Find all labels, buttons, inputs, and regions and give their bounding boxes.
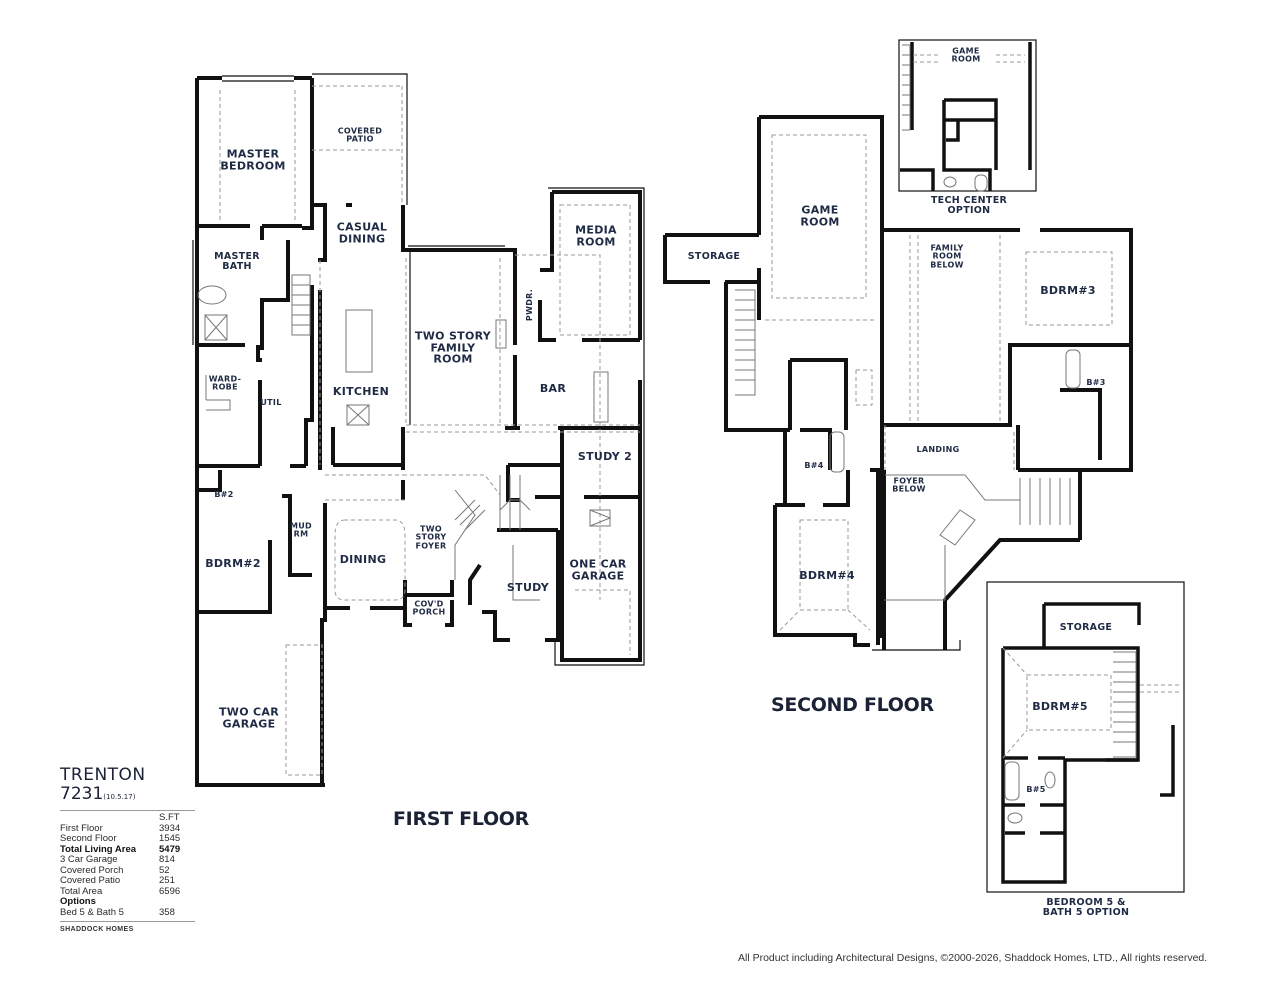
room-bath-3: B#3 — [1086, 377, 1106, 387]
room-mud-room: MUD RM — [290, 521, 312, 539]
room-master-bath: MASTER BATH — [214, 251, 260, 272]
room-covered-patio: COVERED PATIO — [337, 126, 383, 144]
room-landing: LANDING — [916, 444, 960, 454]
room-media-room: MEDIA ROOM — [575, 223, 617, 248]
tech-center-option-title: TECH CENTER OPTION — [930, 195, 1008, 216]
option-bath-5: B#5 — [1026, 784, 1046, 794]
copyright-notice: All Product including Architectural Desi… — [738, 952, 1208, 964]
room-kitchen: KITCHEN — [332, 385, 390, 399]
room-study: STUDY — [506, 581, 550, 595]
option-bedroom-5: BDRM#5 — [1032, 700, 1088, 714]
bedroom-5-option-title: BEDROOM 5 & BATH 5 OPTION — [1042, 897, 1130, 918]
room-bedroom-2: BDRM#2 — [205, 557, 261, 571]
second-floor-title: SECOND FLOOR — [771, 694, 934, 716]
tech-center-game-room: GAME ROOM — [951, 46, 981, 64]
room-wardrobe: WARD- ROBE — [208, 374, 242, 392]
room-bath-2: B#2 — [214, 489, 234, 499]
room-foyer-below: FOYER BELOW — [892, 476, 926, 494]
room-dining: DINING — [339, 553, 387, 567]
room-family-room-below: FAMILY ROOM BELOW — [930, 243, 964, 270]
table-row: Options — [60, 896, 96, 907]
room-bedroom-3: BDRM#3 — [1040, 284, 1096, 298]
builder-name: SHADDOCK HOMES — [60, 926, 134, 933]
room-two-story-family-room: TWO STORY FAMILY ROOM — [414, 329, 492, 366]
plan-name: TRENTON — [60, 765, 146, 785]
model-number: 7231 — [60, 784, 104, 804]
room-one-car-garage: ONE CAR GARAGE — [569, 557, 627, 582]
first-floor-west-wall — [195, 78, 325, 787]
room-storage: STORAGE — [687, 251, 741, 263]
room-two-story-foyer: TWO STORY FOYER — [415, 524, 447, 551]
first-floor-title: FIRST FLOOR — [393, 808, 529, 830]
plan-revision: (10.5.17) — [103, 793, 136, 801]
room-powder: PWDR. — [524, 288, 534, 322]
option-storage: STORAGE — [1059, 622, 1113, 634]
room-game-room: GAME ROOM — [800, 203, 840, 228]
room-two-car-garage: TWO CAR GARAGE — [219, 705, 279, 730]
unit-header: S.FT — [159, 812, 180, 823]
room-bar: BAR — [539, 382, 567, 396]
room-util: UTIL — [260, 397, 282, 407]
divider — [60, 810, 195, 811]
room-bath-4: B#4 — [804, 460, 824, 470]
room-study-2: STUDY 2 — [577, 450, 633, 464]
plan-model: 7231(10.5.17) — [60, 785, 195, 807]
room-covered-porch: COV'D PORCH — [412, 599, 446, 617]
room-master-bedroom: MASTER BEDROOM — [220, 147, 286, 172]
room-bedroom-4: BDRM#4 — [799, 569, 855, 583]
room-casual-dining: CASUAL DINING — [336, 220, 388, 245]
divider — [60, 921, 195, 922]
